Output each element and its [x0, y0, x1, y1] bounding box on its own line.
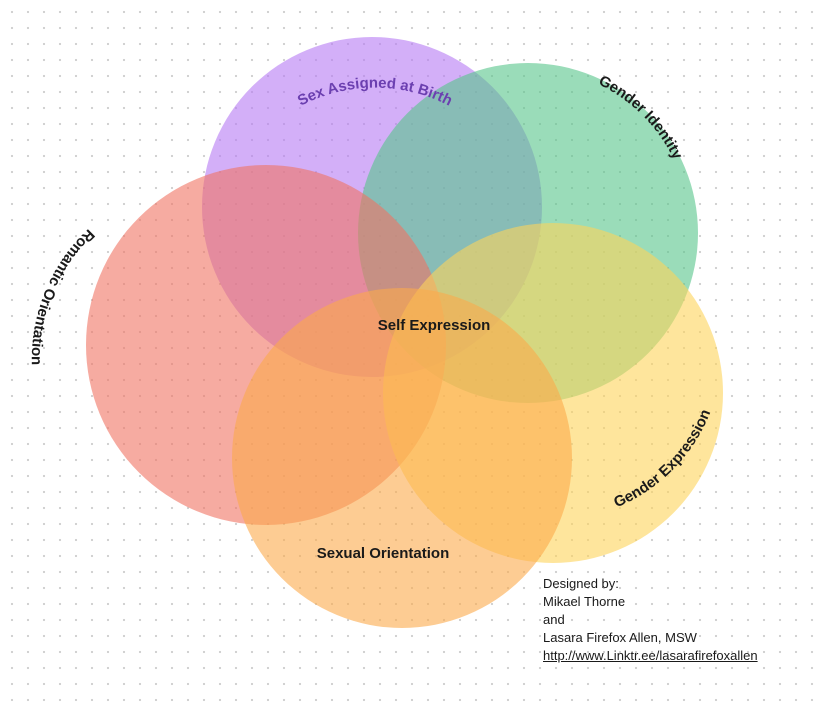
credits-conjunction: and [543, 612, 565, 627]
credits-heading: Designed by: [543, 576, 619, 591]
credits-name-2: Lasara Firefox Allen, MSW [543, 630, 697, 645]
circles-group [86, 37, 723, 628]
credits-link[interactable]: http://www.Linktr.ee/lasarafirefoxallen [543, 648, 758, 663]
credits-name-1: Mikael Thorne [543, 594, 626, 609]
label-sexual-orientation: Sexual Orientation [317, 545, 450, 562]
credits-block: Designed by: Mikael Thorne and Lasara Fi… [543, 575, 758, 665]
label-self-expression: Self Expression [378, 317, 491, 334]
circle-sexual-orientation [232, 288, 572, 628]
